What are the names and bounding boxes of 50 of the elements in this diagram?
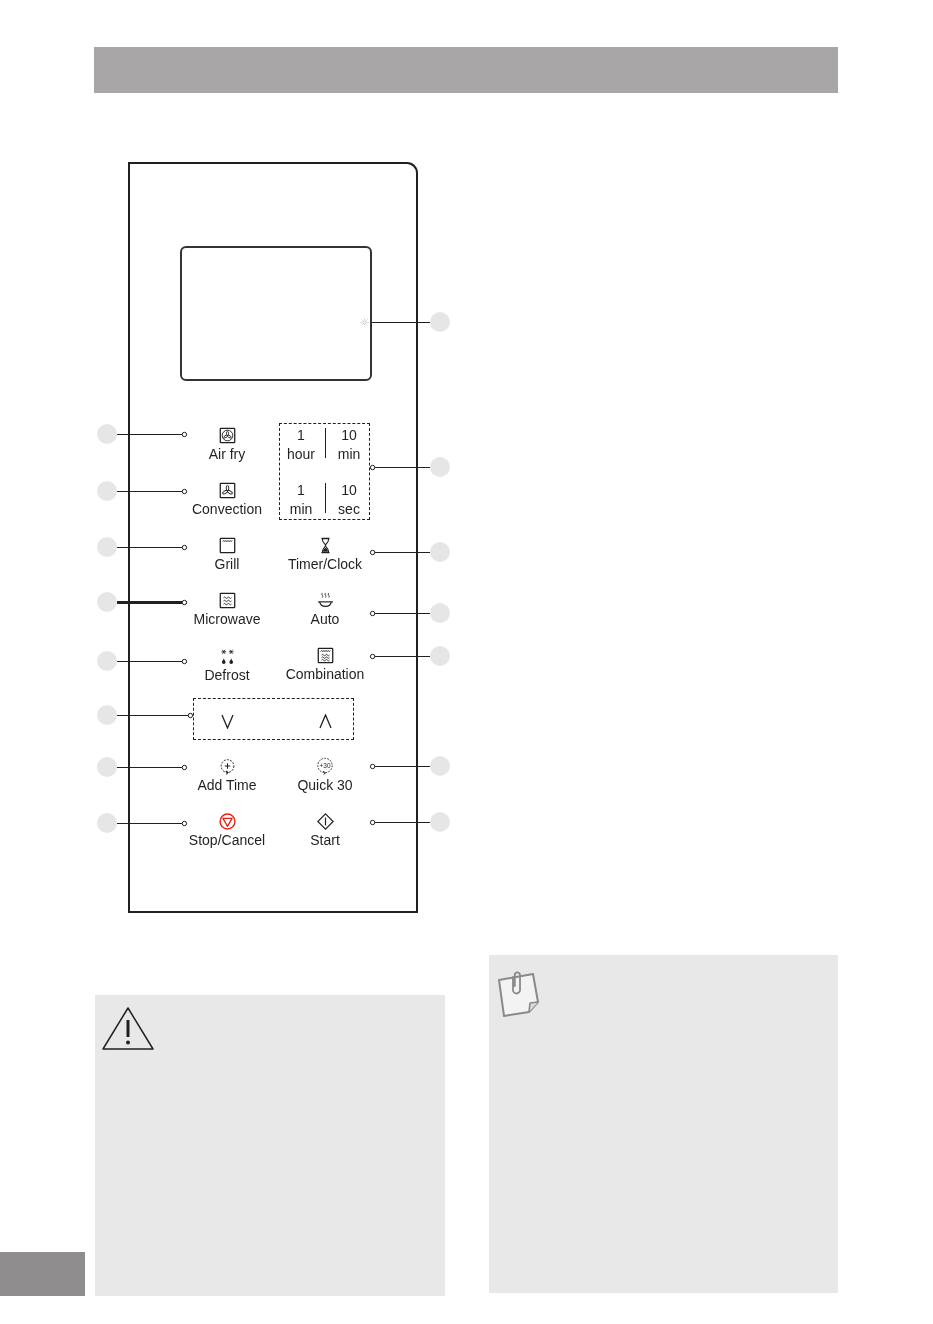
button-label: Air fry: [208, 446, 246, 463]
dashed-button-group: [193, 698, 354, 740]
button-label: Microwave: [193, 611, 261, 628]
callout-circle: [430, 646, 450, 666]
callout-circle: [430, 812, 450, 832]
leader-line: [116, 764, 188, 771]
time-label: 10 sec: [338, 481, 360, 519]
display-screen: [180, 246, 372, 381]
button-label: Combination: [285, 666, 365, 683]
callout-circle: [97, 481, 117, 501]
callout-circle: [430, 603, 450, 623]
leader-line: [116, 544, 188, 551]
leader-line: [116, 820, 188, 827]
callout-circle: [97, 424, 117, 444]
button-label: Grill: [214, 556, 240, 573]
callout-circle: [97, 592, 117, 612]
callout-circle: [430, 457, 450, 477]
button-label: Stop/Cancel: [188, 832, 266, 849]
leader-line: [116, 712, 194, 719]
button-label: Start: [310, 832, 340, 849]
leader-line: [369, 549, 431, 556]
leader-line: [117, 599, 188, 606]
callout-circle: [430, 542, 450, 562]
time-label: 10 min: [337, 426, 361, 464]
button-label: Convection: [191, 501, 262, 518]
time-label: 1 hour: [287, 426, 315, 464]
button-label: Add Time: [197, 777, 257, 794]
leader-line: [369, 763, 431, 770]
callout-circle: [97, 651, 117, 671]
button-label: Auto: [310, 611, 340, 628]
callout-circle: [97, 813, 117, 833]
leader-line: [369, 819, 431, 826]
callout-circle: [430, 756, 450, 776]
button-label: Timer/Clock: [287, 556, 363, 573]
callout-circle: [97, 757, 117, 777]
button-label: Defrost: [204, 667, 250, 684]
callout-circle: [97, 537, 117, 557]
leader-line: [116, 431, 188, 438]
leader-line: [116, 658, 188, 665]
leader-line: [369, 464, 431, 471]
leader-line: [369, 610, 431, 617]
time-label: 1 min: [289, 481, 313, 519]
callout-circle: [97, 705, 117, 725]
callout-circle: [430, 312, 450, 332]
leader-line: [116, 488, 188, 495]
leader-line: [369, 653, 431, 660]
button-label: Quick 30: [297, 777, 353, 794]
leader-line: [371, 322, 431, 323]
control-panel: [128, 162, 418, 913]
dashed-button-group: [279, 423, 370, 520]
